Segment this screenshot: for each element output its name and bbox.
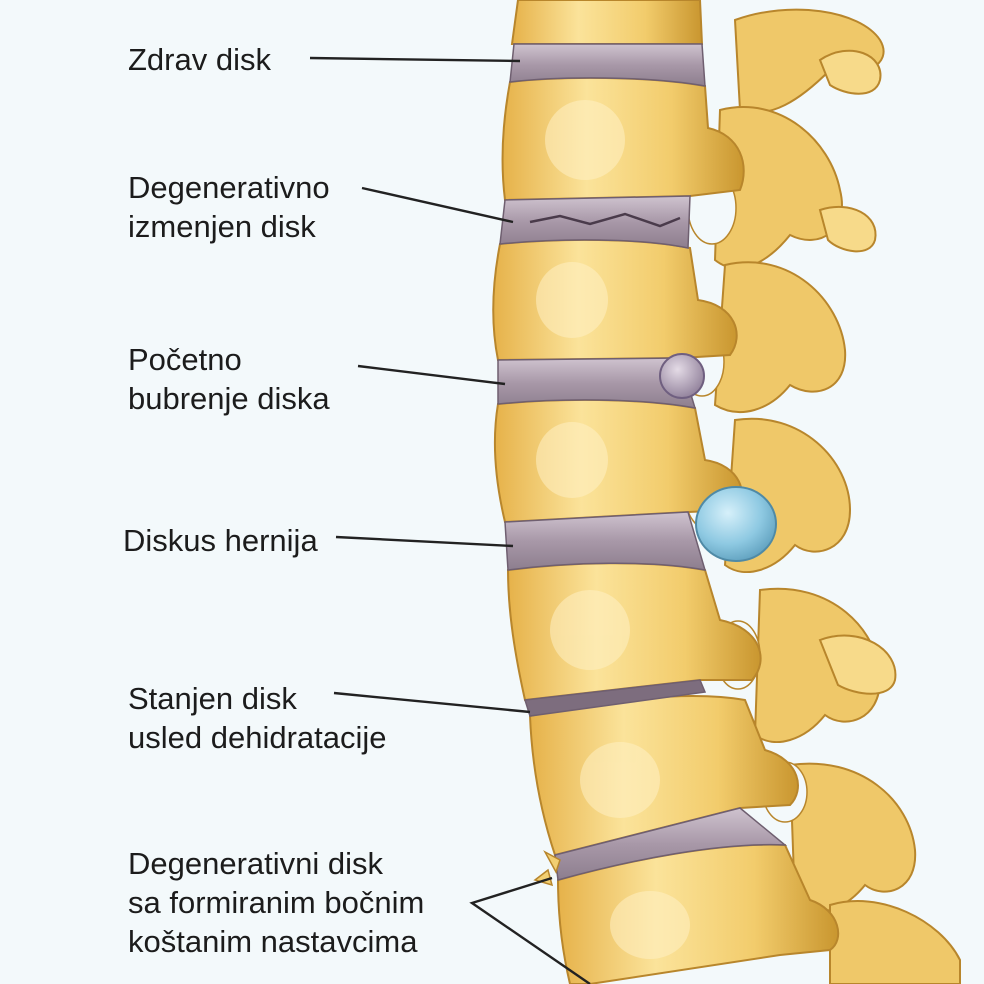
leader-healthy <box>309 56 521 63</box>
leader-lines <box>309 56 591 984</box>
disc-healthy <box>509 43 706 87</box>
leader-herniation <box>335 535 514 548</box>
leader-osteophytes <box>469 876 591 984</box>
disc-osteophyte <box>554 807 788 881</box>
leader-degenerative <box>361 186 514 224</box>
label-disc-herniation: Diskus hernija <box>123 523 318 558</box>
posterior-processes <box>713 8 961 984</box>
vertebra-1 <box>510 0 704 45</box>
label-initial-bulging: Početno bubrenje diska <box>128 342 330 416</box>
discs <box>497 43 788 881</box>
disc-bulging <box>497 357 697 409</box>
vertebra-5 <box>506 562 762 702</box>
disc-herniated <box>504 511 707 571</box>
label-thinned-disc: Stanjen disk usled dehidratacije <box>128 681 387 755</box>
label-osteophyte-disc: Degenerativni disk sa formiranim bočnim … <box>128 846 425 959</box>
bone-highlights <box>536 100 690 959</box>
hernia-bulge <box>695 486 777 562</box>
vertebra-3 <box>492 238 738 362</box>
label-healthy-disc: Zdrav disk <box>128 42 271 77</box>
leader-thinning <box>333 691 531 714</box>
leader-bulging <box>357 364 506 386</box>
label-degenerative-disc: Degenerativno izmenjen disk <box>128 170 330 244</box>
disc-bulge <box>659 353 705 399</box>
